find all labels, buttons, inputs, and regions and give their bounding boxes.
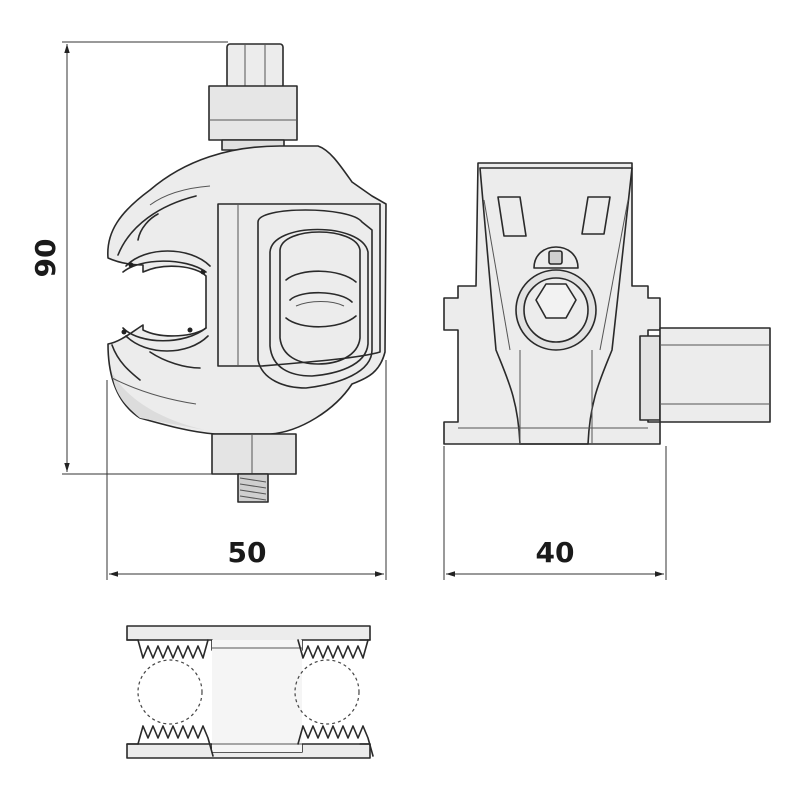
housing-plate — [217, 203, 381, 367]
cable-circle-right — [294, 659, 360, 725]
hex-socket — [535, 283, 577, 319]
dimension-height: 90 — [29, 41, 228, 475]
side-slot-right — [581, 196, 611, 235]
top-bolt — [208, 43, 298, 151]
lower-cable-seat — [122, 327, 207, 342]
side-view — [443, 162, 771, 445]
upper-jaw-curve — [117, 195, 197, 256]
side-nut — [639, 327, 771, 423]
dimension-width-front-label: 50 — [228, 536, 267, 569]
dimension-height-label: 90 — [29, 239, 62, 278]
window-frame — [257, 209, 373, 389]
cable-circle-left — [137, 659, 203, 725]
dimension-width-side-label: 40 — [536, 536, 575, 569]
contact-detail-view — [126, 625, 374, 759]
upper-cable-seat — [122, 260, 207, 273]
side-slot-left — [497, 196, 527, 237]
bottom-stud — [211, 433, 297, 503]
front-view — [107, 43, 387, 503]
clamp-body — [107, 145, 387, 435]
dimension-width-front: 50 — [106, 360, 387, 580]
contact-window — [279, 231, 361, 365]
dimension-width-side: 40 — [443, 446, 667, 580]
